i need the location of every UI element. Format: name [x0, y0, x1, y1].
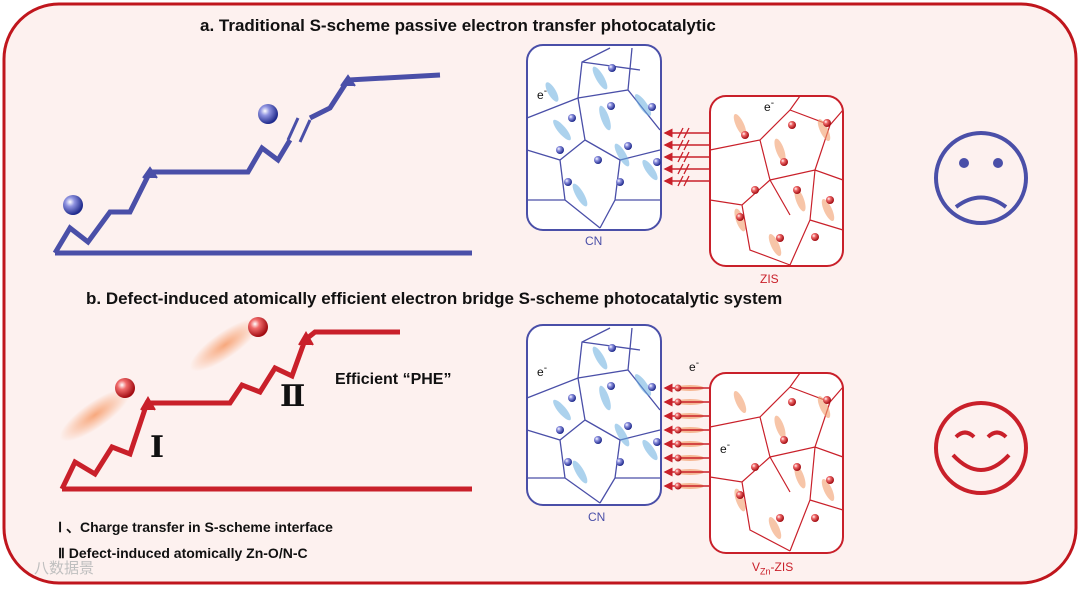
cn-bottom-electron-label: e-	[537, 363, 547, 379]
panel-a-title: a. Traditional S-scheme passive electron…	[200, 16, 716, 36]
zis-top-label: ZIS	[760, 272, 779, 286]
step-two-marker: Ⅱ	[280, 379, 305, 414]
efficient-phe-label: Efficient “PHE”	[335, 371, 451, 389]
cn-top-electron-label: e-	[537, 86, 547, 102]
cn-bottom-label: CN	[588, 510, 605, 524]
legend-item-two: Ⅱ Defect-induced atomically Zn-O/N-C	[58, 545, 308, 562]
vzn-zis-block	[710, 373, 843, 553]
vzn-zis-label: VZn-ZIS	[752, 560, 793, 576]
panel-b-title: b. Defect-induced atomically efficient e…	[86, 289, 782, 309]
vzn-electron-label: e-	[720, 440, 730, 456]
legend-item-one: Ⅰ 、Charge transfer in S-scheme interface	[58, 517, 333, 537]
cn-block-bottom	[527, 325, 661, 505]
arrow-electron-label: e-	[689, 358, 699, 374]
zis-block-top	[710, 96, 843, 266]
step-one-marker: Ⅰ	[150, 430, 164, 465]
zis-top-electron-label: e-	[764, 98, 774, 114]
watermark: 八数据景	[34, 557, 94, 578]
cn-top-label: CN	[585, 234, 602, 248]
cn-block-top	[527, 45, 661, 230]
